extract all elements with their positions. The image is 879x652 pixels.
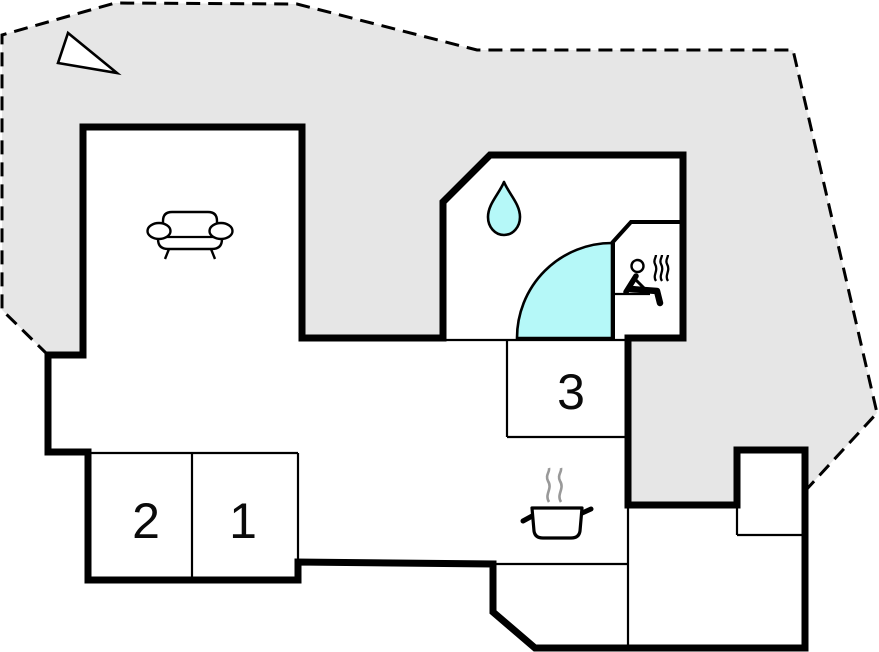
room-label-2: 2 — [132, 493, 160, 549]
north-arrow-icon — [56, 30, 122, 76]
interior-walls — [88, 338, 805, 648]
sauna-icon — [612, 254, 670, 307]
property-boundary-dashed — [0, 1, 879, 492]
sofa-icon — [146, 210, 234, 260]
steam-icon — [653, 254, 670, 282]
shower-door-icon — [515, 241, 614, 340]
room-label-3: 3 — [557, 364, 585, 420]
room-label-1: 1 — [229, 493, 257, 549]
water-drop-icon — [486, 180, 522, 237]
steam-icon — [545, 467, 563, 503]
cooking-pot-icon — [520, 467, 594, 540]
